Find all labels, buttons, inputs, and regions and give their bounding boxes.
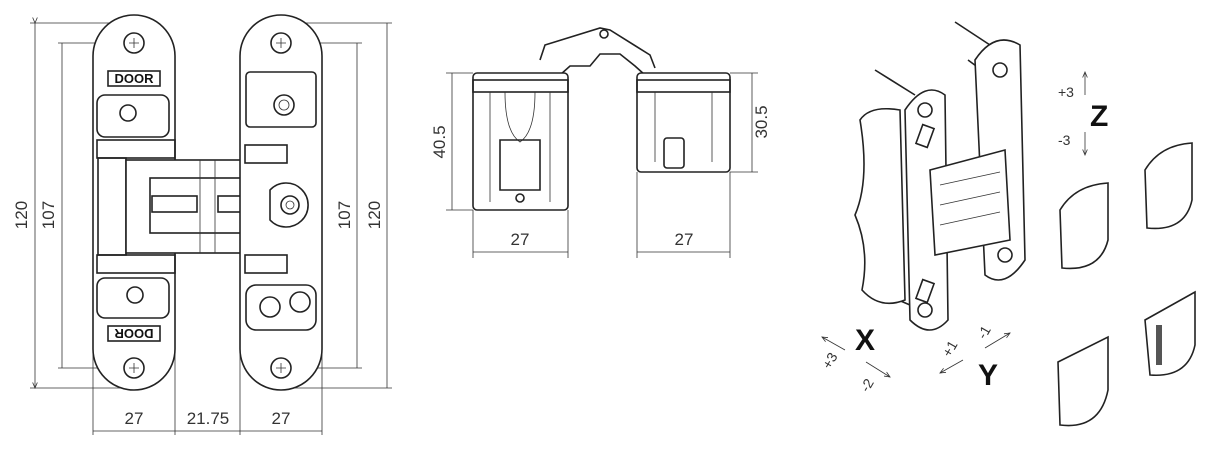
dim-120-left: 120 [12,201,31,229]
dim-27-top-right: 27 [675,230,694,249]
top-view: 40.5 30.5 27 27 [430,27,771,258]
dim-21-75: 21.75 [187,409,230,428]
dim-120-right: 120 [365,201,384,229]
cover-caps [1057,142,1196,427]
z-plus-label: +3 [1058,84,1074,100]
dim-107-left: 107 [39,201,58,229]
z-axis-label: Z [1090,100,1108,133]
dim-27-right: 27 [272,409,291,428]
dim-40-5: 40.5 [430,125,449,158]
right-hinge-plate [239,14,323,391]
y-axis-label: Y [978,359,998,392]
y-minus-label: -1 [974,323,994,342]
door-label-top: DOOR [115,71,155,86]
door-label-bottom: DOOR [114,326,154,341]
x-axis-label: X [855,324,875,357]
dim-30-5: 30.5 [752,105,771,138]
front-view: 120 107 107 120 27 21.75 27 DOOR DOOR [12,14,392,435]
z-minus-label: -3 [1058,132,1071,148]
dim-27-top-left: 27 [511,230,530,249]
isometric-view: +3 Z -3 X +3 -2 Y +1 -1 [819,21,1196,427]
x-plus-label: +3 [819,349,841,371]
dim-107-right: 107 [335,201,354,229]
x-minus-label: -2 [857,376,877,395]
top-view-dimension-lines [446,72,758,258]
y-plus-label: +1 [939,337,961,359]
dim-27-left: 27 [125,409,144,428]
